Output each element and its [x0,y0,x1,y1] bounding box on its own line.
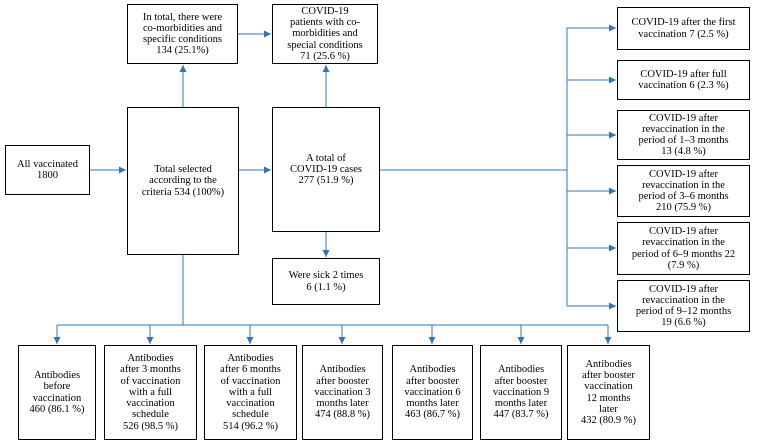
node-text-line: criteria 534 (100%) [141,186,225,198]
node-text-line: COVID-19 after the first [631,17,736,29]
node-text-line: Were sick 2 times [288,270,364,282]
node-text-line: after booster [494,375,548,387]
node-text-line: vaccination 7 (2.5 %) [638,28,729,40]
node-text-line: Antibodies [227,353,274,365]
node-covid-revacc-3-6: COVID-19 after revaccination in the peri… [617,165,750,217]
node-text-line: before [43,381,71,393]
node-text-line: vaccination [126,398,175,410]
node-all-vaccinated: All vaccinated 1800 [5,145,90,195]
node-antibodies-booster-3: Antibodies after booster vaccination 3 m… [302,345,383,440]
node-text-line: 526 (98.5 %) [122,420,179,432]
node-text-line: vaccination 6 (2.3 %) [638,80,729,91]
node-text-line: 12 months [586,392,631,404]
node-text-line: revaccination in the [642,179,725,191]
node-text-line: 1800 [37,170,58,181]
node-text-line: Antibodies [127,353,174,365]
node-covid-revacc-6-9: COVID-19 after revaccination in the peri… [617,222,750,275]
node-antibodies-booster-6: Antibodies after booster vaccination 6 m… [392,345,473,440]
node-covid-revacc-9-12: COVID-19 after revaccination in the peri… [617,280,750,332]
node-text-line: COVID-19 [301,5,349,17]
node-text-line: with a full [228,386,273,398]
node-antibodies-before: Antibodies before vaccination 460 (86.1 … [18,345,96,440]
node-comorbidities-total: In total, there were co-morbidities and … [127,4,238,64]
node-text-line: All vaccinated [17,158,78,170]
node-text-line: 474 (88.8 %) [314,409,371,421]
node-total-selected: Total selected according to the criteria… [127,107,239,255]
node-text-line: after 6 months [220,364,281,376]
node-text-line: period of 3–6 months [638,191,729,202]
node-text-line: after booster [316,375,369,387]
node-text-line: later [599,403,618,415]
node-text-line: months later [316,398,369,410]
node-text-line: Total selected [154,164,212,176]
node-text-line: according to the [149,175,217,187]
node-text-line: 6 (1.1 %) [306,281,346,293]
node-text-line: after 3 months [120,364,181,376]
node-text-line: COVID-19 after [648,168,719,180]
node-text-line: Antibodies [585,358,632,370]
node-text-line: months later [494,398,548,410]
node-text-line: co-morbidities and [142,22,222,34]
node-text-line: 277 (51.9 %) [298,175,354,187]
node-text-line: 13 (4.8 %) [661,146,706,158]
node-covid-revacc-1-3: COVID-19 after revaccination in the peri… [617,110,750,160]
node-text-line: COVID-19 after [648,283,719,295]
node-text-line: special conditions [287,39,363,51]
node-covid-after-first: COVID-19 after the first vaccination 7 (… [617,7,750,50]
node-sick-twice: Were sick 2 times 6 (1.1 %) [272,258,380,305]
node-text-line: Antibodies [33,370,81,382]
node-text-line: 210 (75.9 %) [655,202,712,214]
node-text-line: 514 (96.2 %) [222,420,279,432]
node-text-line: vaccination [226,398,275,410]
node-text-line: Antibodies [497,364,545,376]
node-text-line: 460 (86.1 %) [29,403,85,415]
node-antibodies-booster-12: Antibodies after booster vaccination 12 … [567,345,650,440]
node-text-line: revaccination in the [642,237,725,249]
node-text-line: COVID-19 after [648,226,719,238]
node-text-line: 447 (83.7 %) [493,409,549,421]
node-text-line: COVID-19 cases [289,163,363,175]
node-text-line: of vaccination [120,375,181,387]
node-text-line: COVID-19 after [648,112,719,124]
node-text-line: Antibodies [319,364,366,376]
node-text-line: 19 (6.6 %) [661,317,706,329]
node-text-line: vaccination 6 [404,386,461,398]
node-covid-comorbidities: COVID-19 patients with co- morbidities a… [272,4,378,64]
node-text-line: In total, there were [142,11,223,23]
node-text-line: 71 (25.6 %) [300,50,350,62]
node-text-line: 134 (25.1%) [156,45,209,57]
node-text-line: vaccination 3 [314,386,371,398]
node-antibodies-3-months: Antibodies after 3 months of vaccination… [104,345,197,440]
node-text-line: schedule [132,409,169,421]
node-covid-after-full: COVID-19 after full vaccination 6 (2.3 %… [617,60,750,100]
node-antibodies-6-months: Antibodies after 6 months of vaccination… [204,345,297,440]
node-text-line: after booster [406,375,459,387]
node-antibodies-booster-9: Antibodies after booster vaccination 9 m… [480,345,562,440]
node-text-line: of vaccination [220,375,281,387]
node-text-line: 432 (80.9 %) [580,414,637,426]
node-text-line: patients with co- [290,17,360,29]
node-text-line: specific conditions [142,34,222,45]
node-text-line: months later [406,398,459,410]
node-text-line: 463 (86.7 %) [404,409,461,421]
node-text-line: after booster [582,370,635,382]
node-text-line: vaccination 9 [492,386,550,398]
node-text-line: morbidities and [292,28,358,40]
node-text-line: A total of [306,152,346,164]
node-text-line: revaccination in the [642,123,725,135]
node-text-line: revaccination in the [642,294,725,306]
node-text-line: COVID-19 after full [640,68,727,80]
node-text-line: with a full [128,386,173,398]
node-text-line: Antibodies [409,364,456,376]
node-text-line: vaccination [32,392,82,404]
node-text-line: vaccination [584,381,633,393]
node-text-line: (7.9 %) [667,259,700,271]
node-text-line: schedule [232,409,269,421]
node-text-line: period of 6–9 months 22 [631,248,736,260]
node-covid-cases-total: A total of COVID-19 cases 277 (51.9 %) [272,107,380,232]
node-text-line: period of 9–12 months [635,306,732,317]
node-text-line: period of 1–3 months [638,135,729,146]
